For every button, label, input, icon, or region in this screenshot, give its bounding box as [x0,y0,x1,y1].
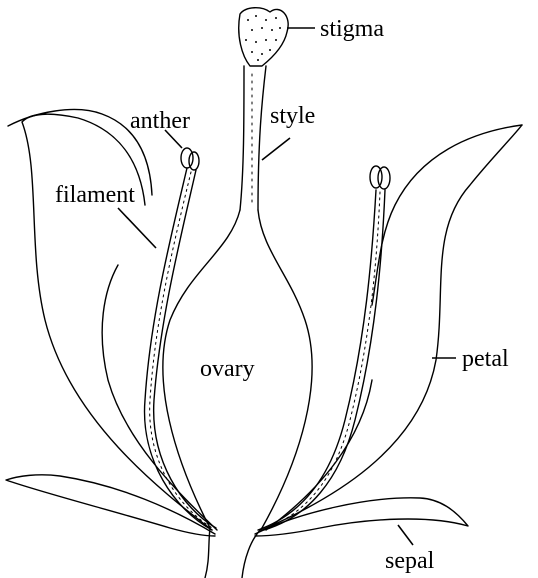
leader-style [262,138,290,160]
stamen-left [145,148,216,530]
label-filament: filament [55,182,135,208]
label-petal: petal [462,346,509,372]
anther-left [181,148,193,168]
leader-sepal [398,525,413,545]
sepal-right [255,498,468,536]
label-anther: anther [130,108,190,134]
label-ovary: ovary [200,356,255,382]
leader-filament [118,208,156,248]
label-sepal: sepal [385,548,435,574]
style [240,66,266,210]
label-style: style [270,103,315,129]
petal-right [262,125,522,530]
ovary [163,210,312,578]
stamen-right [258,166,390,530]
sepal-left [6,475,215,536]
petal-left-outer [8,110,212,530]
stigma [239,8,288,66]
label-stigma: stigma [320,16,384,42]
